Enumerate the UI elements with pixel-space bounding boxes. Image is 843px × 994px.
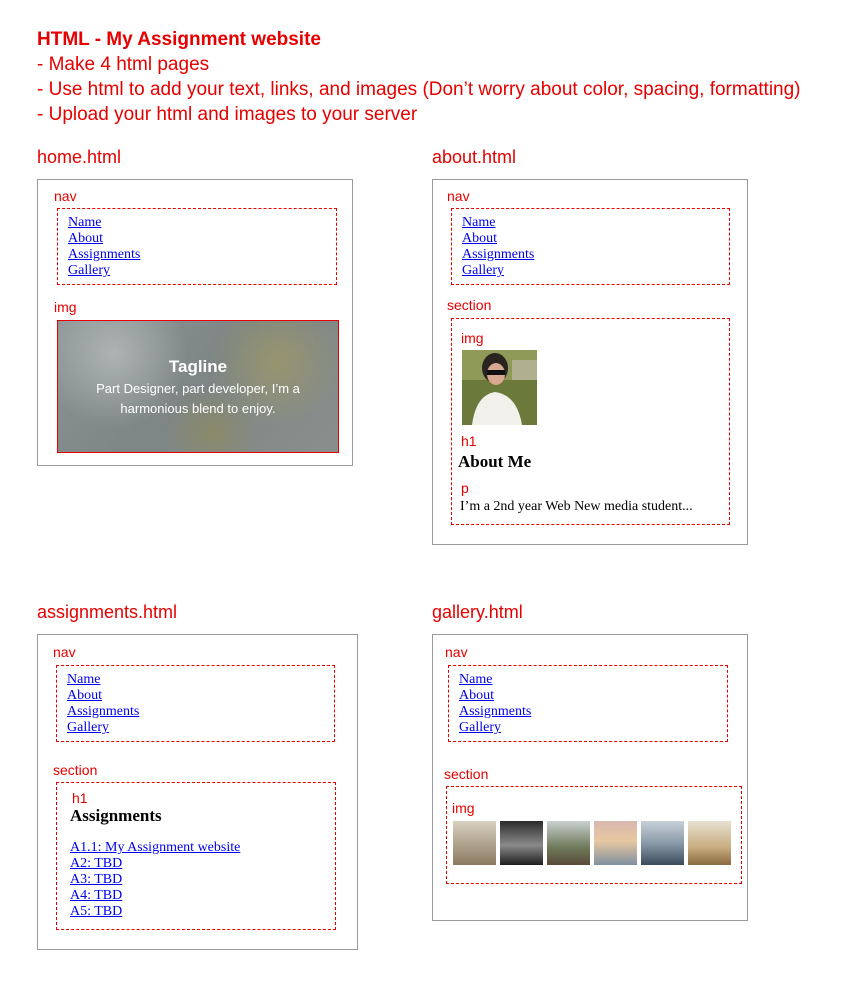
about-nav-box: Name About Assignments Gallery	[451, 208, 730, 285]
assignments-h1-label: h1	[72, 790, 88, 806]
home-nav-links: Name About Assignments Gallery	[68, 215, 140, 279]
gallery-section-label: section	[444, 766, 489, 782]
about-frame: nav Name About Assignments Gallery secti…	[432, 179, 748, 545]
hero-text: Part Designer, part developer, I’m a har…	[96, 381, 300, 416]
nav-link-assignments[interactable]: Assignments	[67, 704, 140, 719]
assignments-page-label: assignments.html	[37, 602, 178, 622]
header-title: HTML - My Assignment website	[37, 29, 321, 50]
header-line-3: - Upload your html and images to your se…	[37, 104, 418, 125]
nav-link-name[interactable]: Name	[459, 672, 493, 687]
gallery-nav-box: Name About Assignments Gallery	[448, 665, 728, 742]
assignments-nav-links: Name About Assignments Gallery	[67, 672, 139, 736]
assignment-link-a2[interactable]: A2: TBD	[70, 856, 123, 871]
assignment-link-a4[interactable]: A4: TBD	[70, 888, 123, 903]
assignments-nav-box: Name About Assignments Gallery	[56, 665, 335, 742]
nav-link-assignments[interactable]: Assignments	[68, 247, 141, 262]
nav-link-assignments[interactable]: Assignments	[462, 247, 535, 262]
hero-tagline: Tagline	[168, 357, 228, 376]
gallery-nav-label: nav	[445, 644, 468, 660]
profile-photo	[462, 350, 537, 425]
nav-link-name[interactable]: Name	[68, 215, 102, 230]
assignments-frame: nav Name About Assignments Gallery secti…	[37, 634, 358, 950]
about-heading: About Me	[458, 452, 532, 471]
gallery-thumb-2[interactable]	[500, 821, 543, 865]
gallery-thumb-3[interactable]	[547, 821, 590, 865]
about-section-label: section	[447, 297, 492, 313]
assignments-nav-label: nav	[53, 644, 76, 660]
nav-link-name[interactable]: Name	[462, 215, 496, 230]
home-img-label: img	[54, 299, 77, 315]
about-paragraph: I’m a 2nd year Web New media student...	[460, 499, 693, 514]
nav-link-gallery[interactable]: Gallery	[462, 263, 504, 278]
gallery-nav-links: Name About Assignments Gallery	[459, 672, 531, 736]
nav-link-assignments[interactable]: Assignments	[459, 704, 532, 719]
gallery-page-label: gallery.html	[432, 602, 523, 622]
about-h1-label: h1	[461, 433, 477, 449]
nav-link-gallery[interactable]: Gallery	[67, 720, 109, 735]
about-page-label: about.html	[432, 147, 517, 167]
gallery-img-label: img	[452, 800, 475, 816]
home-frame: nav Name About Assignments Gallery img T…	[37, 179, 353, 466]
assignment-link-a3[interactable]: A3: TBD	[70, 872, 123, 887]
gallery-thumb-4[interactable]	[594, 821, 637, 865]
nav-link-gallery[interactable]: Gallery	[459, 720, 501, 735]
about-nav-links: Name About Assignments Gallery	[462, 215, 534, 279]
gallery-thumb-1[interactable]	[453, 821, 496, 865]
about-nav-label: nav	[447, 188, 470, 204]
gallery-section-box: img	[446, 786, 742, 884]
assignment-link-a1[interactable]: A1.1: My Assignment website	[70, 840, 241, 855]
assignments-section-box: h1 Assignments A1.1: My Assignment websi…	[56, 782, 336, 930]
nav-link-about[interactable]: About	[67, 688, 102, 703]
home-hero-image: Tagline Part Designer, part developer, I…	[57, 320, 339, 453]
nav-link-gallery[interactable]: Gallery	[68, 263, 110, 278]
nav-link-about[interactable]: About	[459, 688, 494, 703]
about-section-box: img h1 About Me p I’m a 2nd year Web New…	[451, 318, 730, 525]
about-p-label: p	[461, 480, 469, 496]
about-img-label: img	[461, 330, 484, 346]
assignment-link-a5[interactable]: A5: TBD	[70, 904, 123, 919]
assignments-section-label: section	[53, 762, 98, 778]
gallery-thumb-6[interactable]	[688, 821, 731, 865]
gallery-thumb-5[interactable]	[641, 821, 684, 865]
gallery-frame: nav Name About Assignments Gallery secti…	[432, 634, 748, 921]
nav-link-name[interactable]: Name	[67, 672, 101, 687]
home-nav-box: Name About Assignments Gallery	[57, 208, 337, 285]
assignments-list: A1.1: My Assignment website A2: TBD A3: …	[70, 840, 240, 920]
header-line-2: - Use html to add your text, links, and …	[37, 79, 801, 100]
header-line-1: - Make 4 html pages	[37, 54, 210, 75]
nav-link-about[interactable]: About	[68, 231, 103, 246]
assignments-heading: Assignments	[70, 806, 162, 825]
home-nav-label: nav	[54, 188, 77, 204]
nav-link-about[interactable]: About	[462, 231, 497, 246]
home-page-label: home.html	[37, 147, 122, 167]
